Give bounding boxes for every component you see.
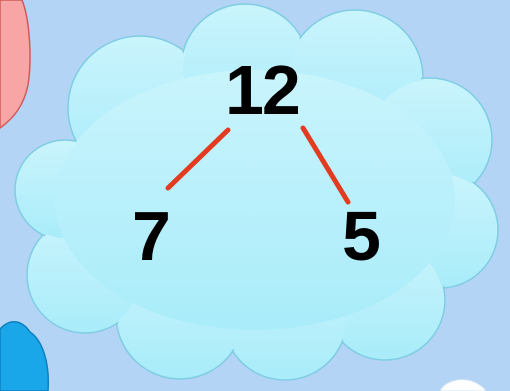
part-number-left: 7 <box>132 201 171 271</box>
part-number-right: 5 <box>342 201 381 271</box>
pink-cloud-decoration <box>0 0 30 128</box>
whole-number: 12 <box>225 55 299 125</box>
white-cloud-decoration <box>440 380 486 391</box>
blue-cloud-decoration <box>0 322 48 391</box>
